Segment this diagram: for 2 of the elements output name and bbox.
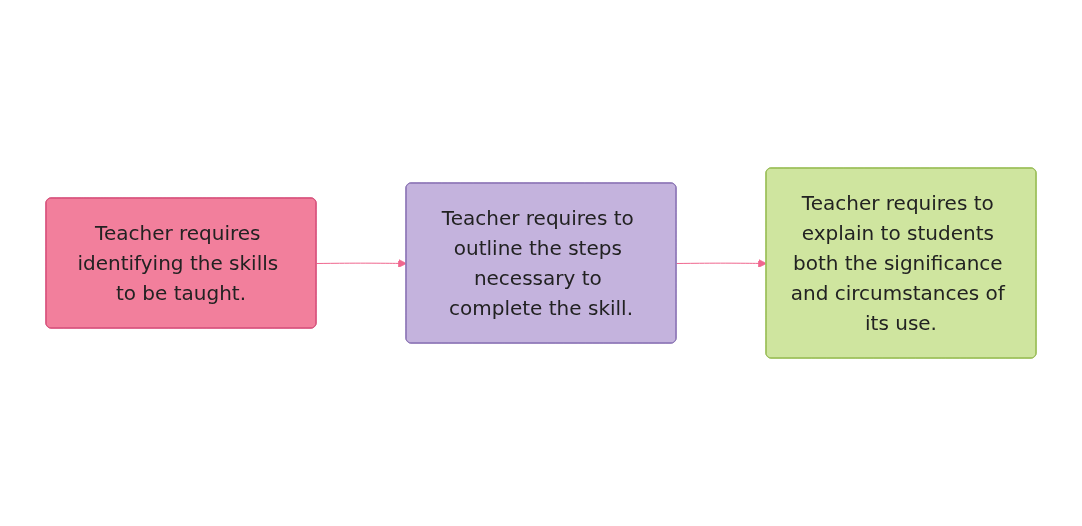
arrow [676, 259, 767, 268]
arrow [316, 259, 407, 268]
